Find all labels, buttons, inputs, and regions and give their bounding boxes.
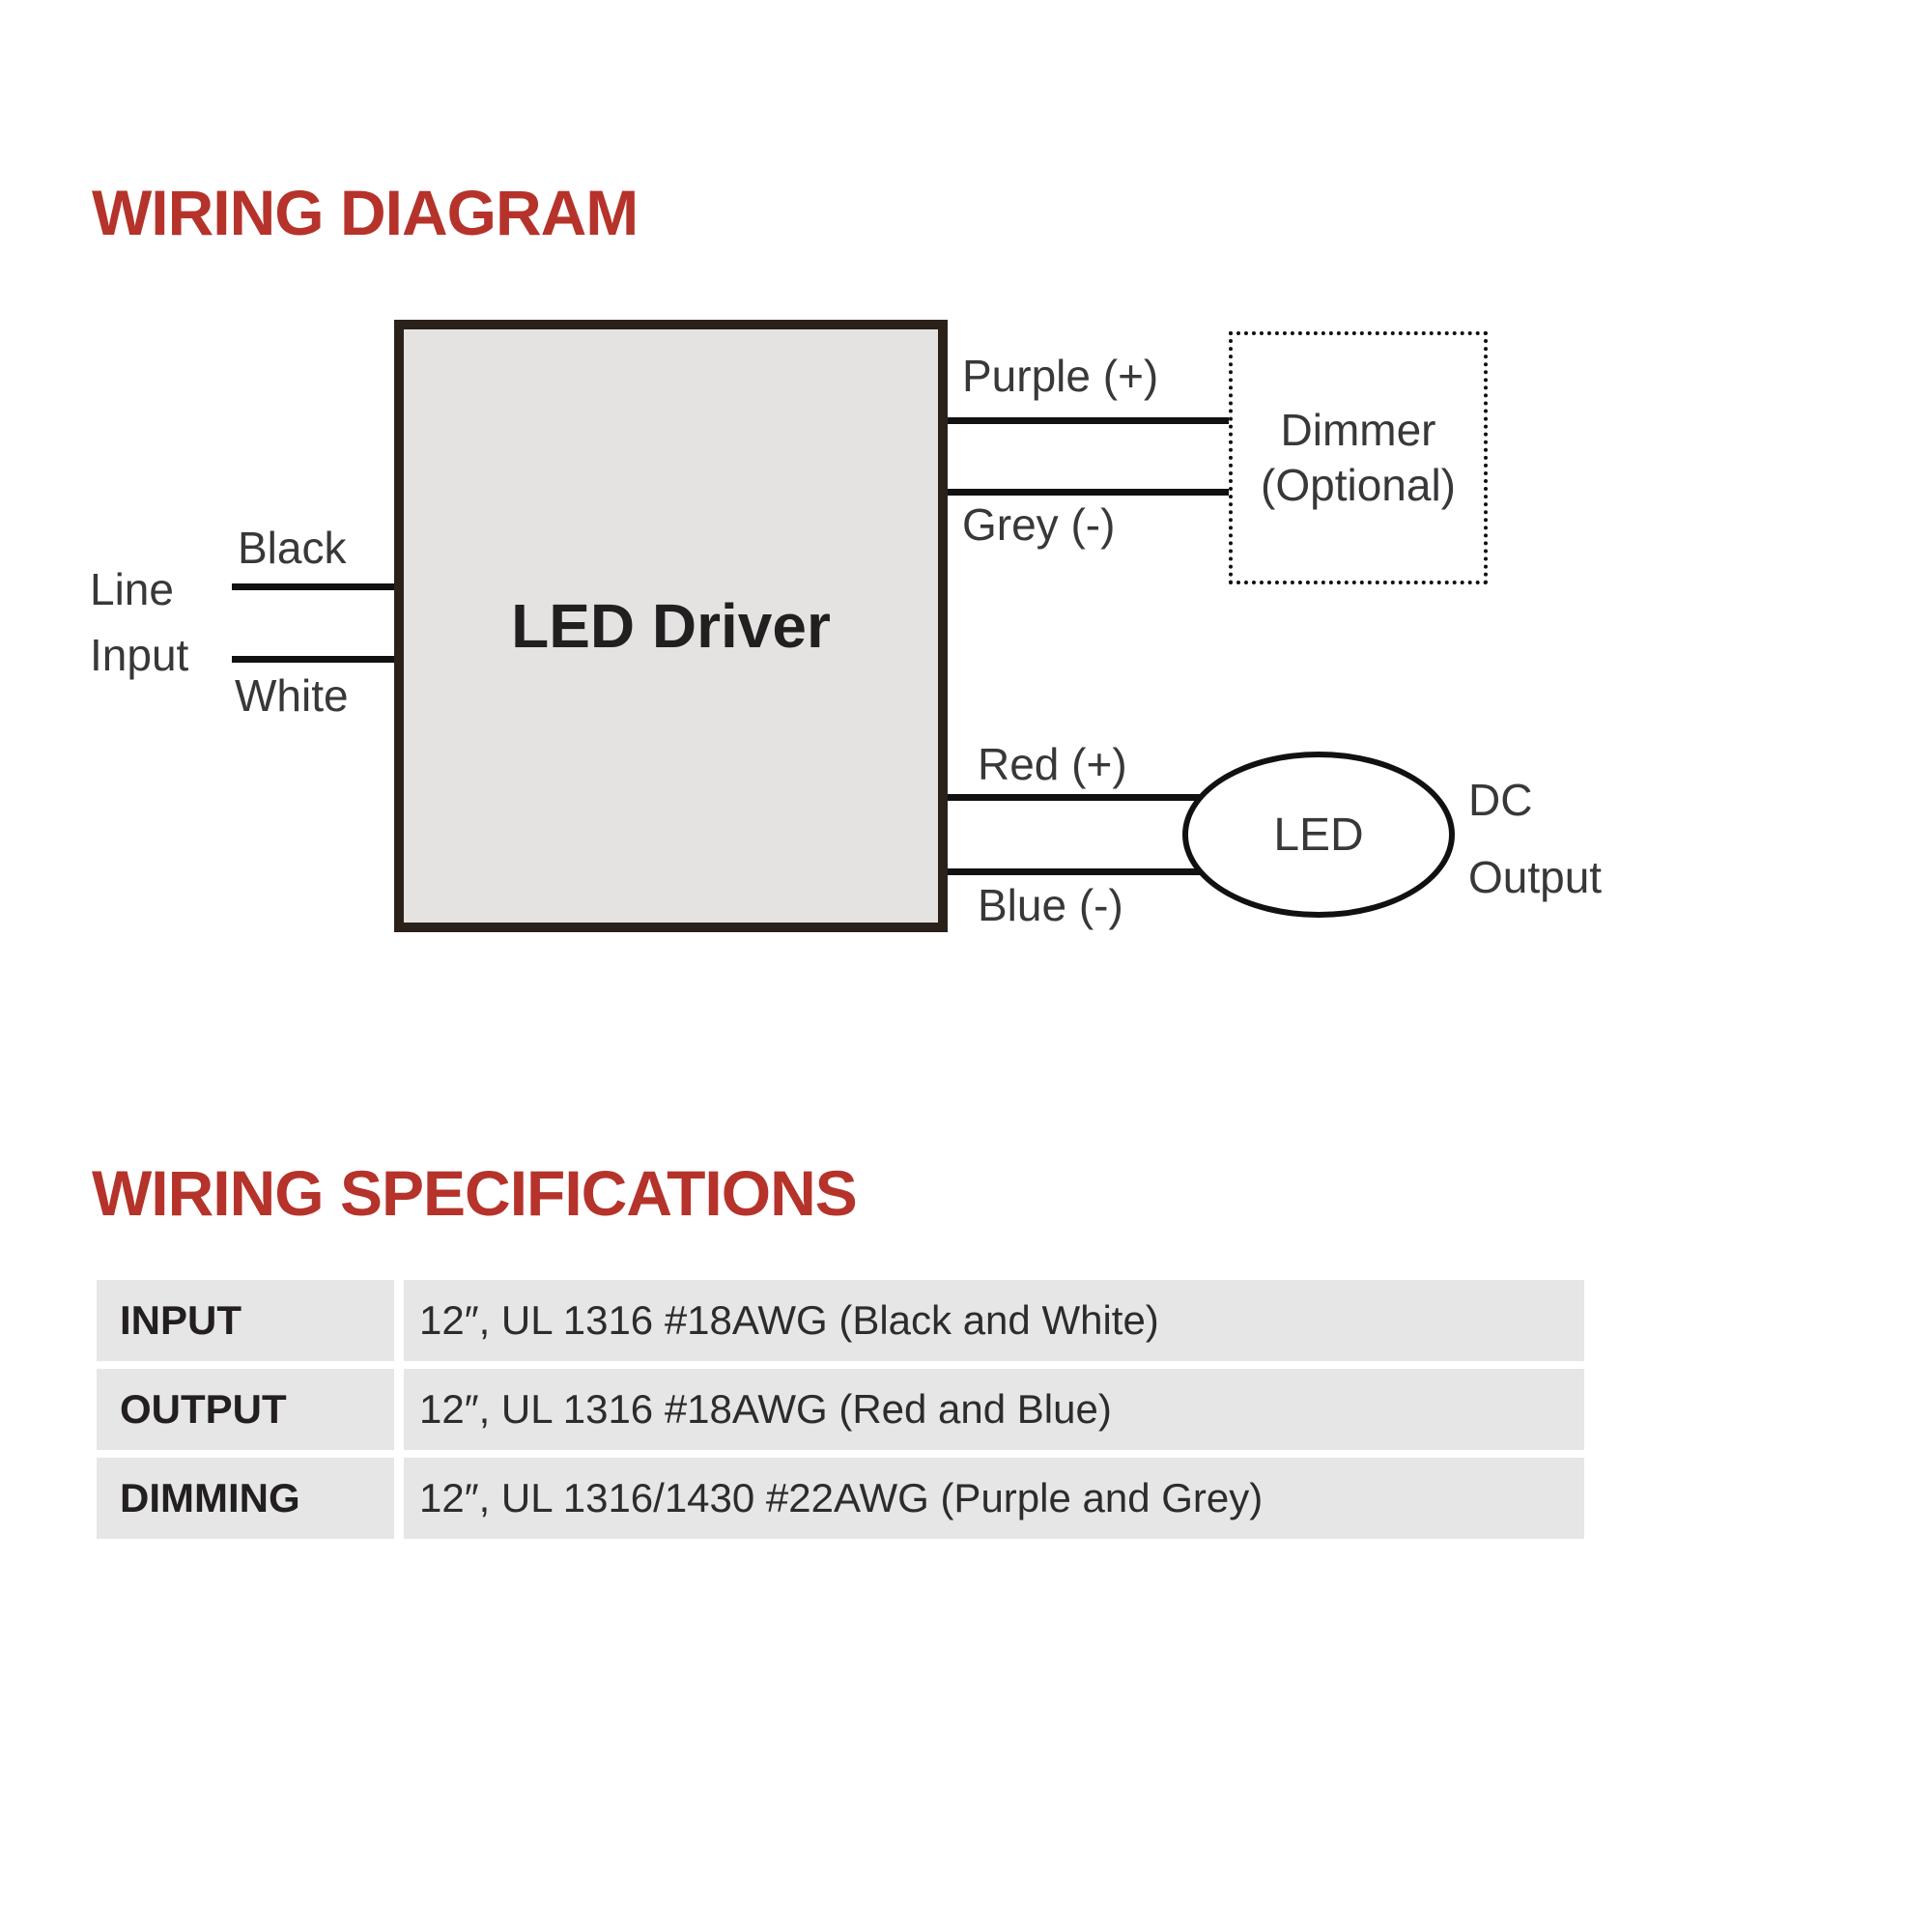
red-wire-label: Red (+) (978, 739, 1127, 789)
dc-output-label: DC Output (1468, 761, 1602, 916)
black-wire-line (232, 583, 394, 590)
black-wire-label: Black (238, 523, 347, 573)
led-driver-box: LED Driver (394, 320, 948, 932)
wiring-specifications-title: WIRING SPECIFICATIONS (92, 1157, 858, 1229)
grey-wire-line (948, 489, 1231, 496)
spec-row-label: DIMMING (97, 1458, 394, 1539)
table-row: INPUT 12″, UL 1316 #18AWG (Black and Whi… (97, 1280, 1584, 1361)
dc-output-label-line2: Output (1468, 852, 1603, 902)
purple-wire-line (948, 417, 1231, 424)
wiring-specifications-table: INPUT 12″, UL 1316 #18AWG (Black and Whi… (97, 1280, 1584, 1539)
white-wire-label: White (235, 670, 349, 721)
spec-row-label: INPUT (97, 1280, 394, 1361)
led-ellipse: LED (1182, 752, 1455, 918)
white-wire-line (232, 656, 394, 663)
dimmer-optional-box: Dimmer (Optional) (1229, 331, 1488, 584)
dimmer-label-line2: (Optional) (1261, 460, 1456, 510)
spec-row-value: 12″, UL 1316 #18AWG (Black and White) (404, 1280, 1584, 1361)
line-input-label-line2: Input (90, 630, 189, 680)
spec-row-value: 12″, UL 1316 #18AWG (Red and Blue) (404, 1369, 1584, 1450)
led-label: LED (1273, 809, 1364, 861)
red-wire-line (948, 794, 1223, 801)
wiring-diagram-title: WIRING DIAGRAM (92, 177, 639, 248)
line-input-label-line1: Line (90, 564, 174, 614)
blue-wire-label: Blue (-) (978, 880, 1123, 930)
blue-wire-line (948, 868, 1223, 875)
purple-wire-label: Purple (+) (962, 351, 1159, 401)
grey-wire-label: Grey (-) (962, 499, 1116, 550)
table-row: OUTPUT 12″, UL 1316 #18AWG (Red and Blue… (97, 1369, 1584, 1450)
dimmer-label-line1: Dimmer (1280, 405, 1436, 455)
spec-row-label: OUTPUT (97, 1369, 394, 1450)
led-driver-label: LED Driver (511, 591, 831, 661)
spec-row-value: 12″, UL 1316/1430 #22AWG (Purple and Gre… (404, 1458, 1584, 1539)
table-row: DIMMING 12″, UL 1316/1430 #22AWG (Purple… (97, 1458, 1584, 1539)
dc-output-label-line1: DC (1468, 775, 1533, 825)
